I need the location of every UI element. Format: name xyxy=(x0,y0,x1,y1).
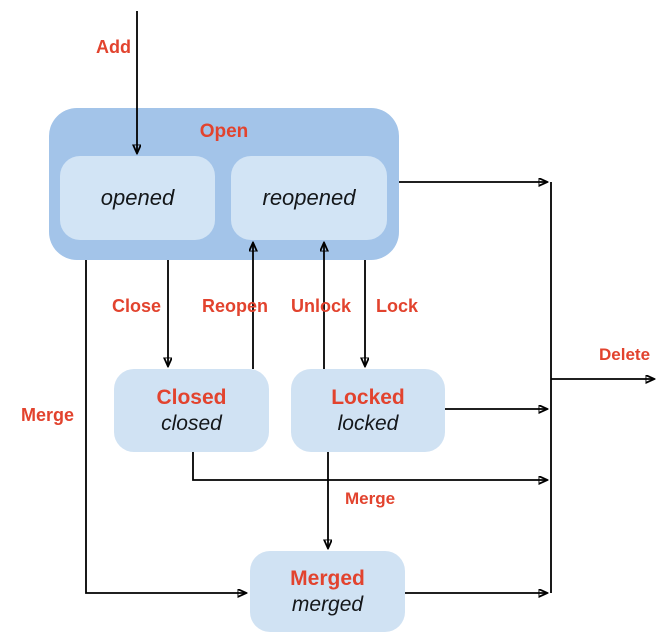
label-close: Close xyxy=(112,296,162,316)
state-reopened-label: reopened xyxy=(262,184,356,210)
label-merge-bottom: Merge xyxy=(345,489,396,508)
state-merged: Merged merged xyxy=(250,551,405,632)
state-closed-subtitle: closed xyxy=(161,411,222,435)
state-open-title: Open xyxy=(199,121,249,142)
arrow-closed-to-delete-junction xyxy=(192,452,547,480)
state-closed: Closed closed xyxy=(114,369,269,452)
label-delete: Delete xyxy=(599,345,651,364)
label-unlock: Unlock xyxy=(291,296,352,316)
state-merged-subtitle: merged xyxy=(291,592,364,616)
label-lock: Lock xyxy=(376,296,419,316)
label-reopen: Reopen xyxy=(202,296,269,316)
state-opened-label: opened xyxy=(100,184,175,210)
state-merged-title: Merged xyxy=(290,567,365,591)
label-merge-left: Merge xyxy=(21,405,75,425)
state-closed-title: Closed xyxy=(156,386,227,410)
state-reopened: reopened xyxy=(231,156,387,240)
state-locked-subtitle: locked xyxy=(337,411,399,435)
state-locked: Locked locked xyxy=(291,369,445,452)
state-opened: opened xyxy=(60,156,215,240)
label-add: Add xyxy=(96,37,131,57)
state-locked-title: Locked xyxy=(331,386,405,410)
